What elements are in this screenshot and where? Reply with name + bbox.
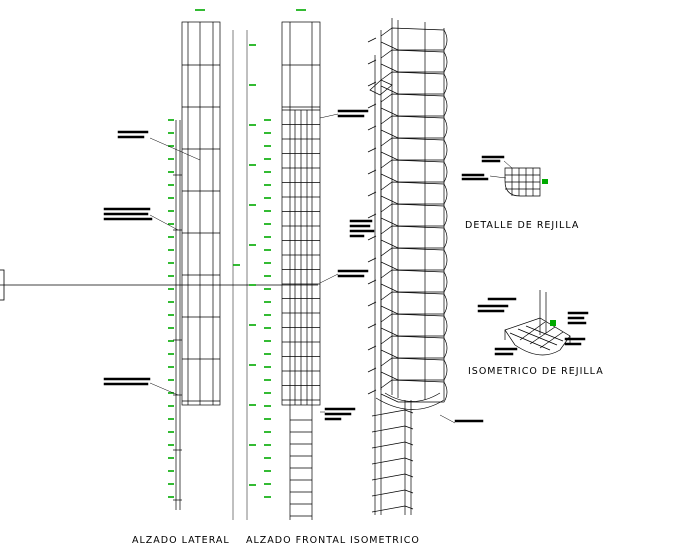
- front-dimension-marks: [233, 9, 306, 498]
- title-alzado-frontal: ALZADO FRONTAL: [246, 535, 347, 546]
- grating-isometric: [504, 290, 571, 356]
- title-isometrico: ISOMETRICO: [350, 535, 420, 546]
- title-isometrico-rejilla: ISOMETRICO DE REJILLA: [468, 366, 604, 377]
- isometric-cage: [367, 18, 448, 515]
- isometric-annotations: [439, 414, 484, 424]
- front-annotations: [319, 109, 375, 421]
- side-annotations: [103, 130, 201, 396]
- title-alzado-lateral: ALZADO LATERAL: [132, 535, 230, 546]
- front-elevation: [281, 21, 321, 520]
- section-cut-line: [0, 269, 318, 301]
- side-dimension-marks: [168, 9, 256, 498]
- grating-isometric-notes: [477, 297, 589, 356]
- vertical-dimension-line: [232, 30, 248, 520]
- grating-detail-notes: [461, 155, 548, 184]
- title-detalle-rejilla: DETALLE DE REJILLA: [465, 220, 580, 231]
- side-elevation: [173, 21, 221, 510]
- grating-detail: [504, 167, 541, 197]
